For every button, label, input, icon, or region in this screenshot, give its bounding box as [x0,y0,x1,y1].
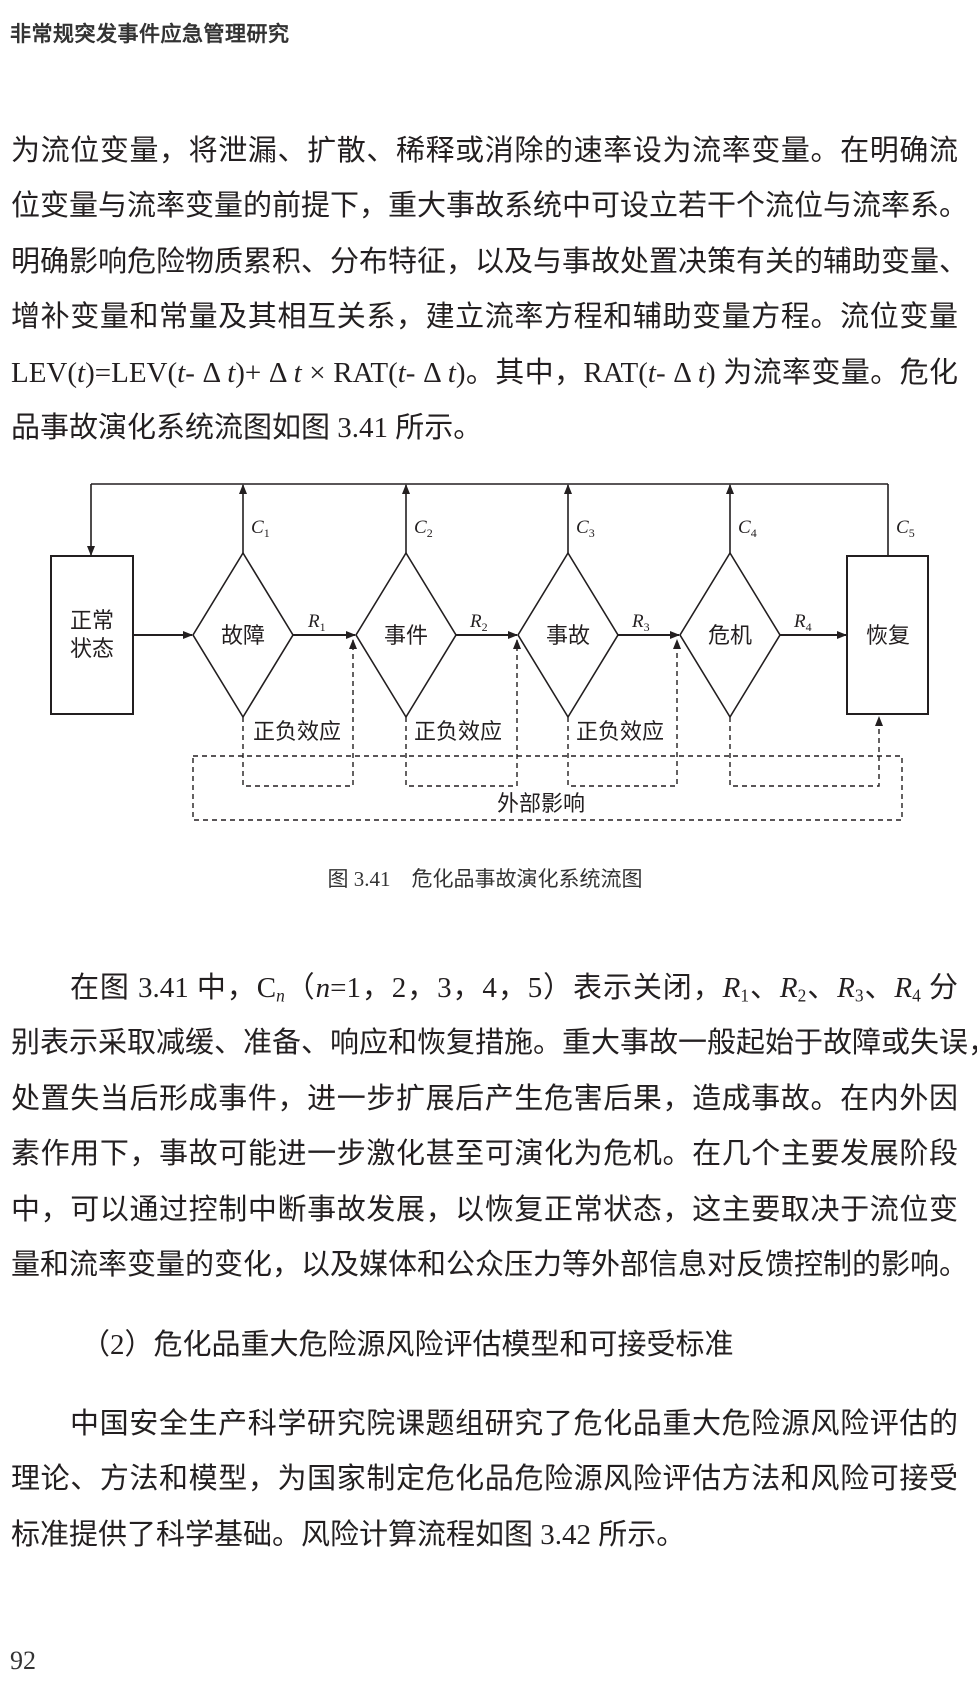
stage-label: 故障 [221,623,265,648]
page-number: 92 [10,1646,36,1675]
normal-state-box [50,555,134,715]
text-run: t [293,356,302,389]
text-run: 3 [854,985,864,1006]
text-run: - Δ [655,356,698,389]
text-line: 标准提供了科学基础。风险计算流程如图 3.42 所示。 [11,1508,958,1563]
text-run: t [647,356,656,389]
text-run: 1 [740,985,750,1006]
text-line: 为流位变量，将泄漏、扩散、稀释或消除的速率设为流率变量。在明确流 [11,124,958,179]
running-header: 非常规突发事件应急管理研究 [10,22,290,46]
text-run: 理论、方法和模型，为国家制定危化品危险源风险评估方法和风险可接受 [11,1463,958,1496]
text-run: 别表示采取减缓、准备、响应和恢复措施。重大事故一般起始于故障或失误， [11,1027,977,1060]
text-line: 处置失当后形成事件，进一步扩展后产生危害后果，造成事故。在内外因 [11,1072,958,1127]
text-run: n [276,985,285,1006]
text-run: )。其中，RAT( [455,356,648,389]
external-influence-label: 外部影响 [497,791,585,816]
text-run: R [779,972,798,1004]
stage-label: 事件 [384,623,428,648]
text-run: t [177,356,186,389]
text-line: 明确影响危险物质累积、分布特征，以及与事故处置决策有关的辅助变量、 [11,235,968,290]
paragraph-3: 中国安全生产科学研究院课题组研究了危化品重大危险源风险评估的理论、方法和模型，为… [11,1397,958,1563]
text-run: t [697,356,706,389]
text-run: 、 [863,972,895,1004]
text-run: 分 [920,972,958,1004]
text-line: 量和流率变量的变化，以及媒体和公众压力等外部信息对反馈控制的影响。 [11,1238,968,1293]
text-run: t [397,356,406,389]
text-line: 在图 3.41 中，Cn（n=1，2，3，4，5）表示关闭，R1、R2、R3、R… [11,961,958,1016]
text-run: - Δ [185,356,228,389]
stage-label: 危机 [708,623,752,648]
closure-label: C4 [738,517,757,540]
text-run: ) 为流率变量。危化 [705,356,958,389]
text-run: - Δ [405,356,448,389]
paragraph-2: 在图 3.41 中，Cn（n=1，2，3，4，5）表示关闭，R1、R2、R3、R… [11,961,977,1293]
text-run: 量和流率变量的变化，以及媒体和公众压力等外部信息对反馈控制的影响。 [11,1249,969,1282]
recovery-box [846,555,929,715]
text-line: 中，可以通过控制中断事故发展，以恢复正常状态，这主要取决于流位变 [11,1183,958,1238]
closure-label: C3 [576,517,595,540]
text-run: )=LEV( [85,356,178,389]
text-run: 位变量与流率变量的前提下，重大事故系统中可设立若干个流位与流率系。 [11,190,969,223]
text-run: 处置失当后形成事件，进一步扩展后产生危害后果，造成事故。在内外因 [11,1082,958,1115]
text-line: 品事故演化系统流图如图 3.41 所示。 [11,401,958,456]
figure-caption: 图 3.41 危化品事故演化系统流图 [327,867,643,891]
text-run: 增补变量和常量及其相互关系，建立流率方程和辅助变量方程。流位变量 [11,301,958,334]
text-run: 标准提供了科学基础。风险计算流程如图 3.42 所示。 [11,1518,686,1551]
effect-label: 正负效应 [576,719,664,744]
text-line: LEV(t)=LEV(t- Δ t)+ Δ t × RAT(t- Δ t)。其中… [11,346,958,401]
rate-label: R1 [307,611,326,634]
rate-label: R4 [793,611,812,634]
text-run: 在图 3.41 中，C [70,972,277,1004]
text-run: =1，2，3，4，5）表示关闭， [330,972,723,1004]
text-run: t [227,356,236,389]
text-line: 素作用下，事故可能进一步激化甚至可演化为危机。在几个主要发展阶段 [11,1127,958,1182]
external-influence-box [192,755,903,821]
effect-label: 正负效应 [414,719,502,744]
text-line: 理论、方法和模型，为国家制定危化品危险源风险评估方法和风险可接受 [11,1452,958,1507]
text-run: t [77,356,86,389]
text-run: n [315,972,331,1004]
paragraph-1: 为流位变量，将泄漏、扩散、稀释或消除的速率设为流率变量。在明确流位变量与流率变量… [11,124,968,456]
recovery-label: 恢复 [866,623,910,648]
text-run: × RAT( [301,356,398,389]
normal-state-label-2: 状态 [70,636,114,661]
text-run: 、 [806,972,838,1004]
text-run: 品事故演化系统流图如图 3.41 所示。 [11,412,483,445]
rate-label: R3 [631,611,650,634]
closure-label: C1 [251,517,270,540]
text-run: 中国安全生产科学研究院课题组研究了危化品重大危险源风险评估的 [70,1408,958,1440]
text-run: t [447,356,456,389]
text-line: 增补变量和常量及其相互关系，建立流率方程和辅助变量方程。流位变量 [11,290,958,345]
text-run: LEV( [11,356,78,389]
text-run: R [722,972,741,1004]
text-run: 中，可以通过控制中断事故发展，以恢复正常状态，这主要取决于流位变 [11,1193,958,1226]
section-heading: （2）危化品重大危险源风险评估模型和可接受标准 [81,1329,734,1361]
closure-label: C5 [896,517,915,540]
text-run: R [837,972,855,1004]
stage-label: 事故 [546,623,590,648]
text-run: 素作用下，事故可能进一步激化甚至可演化为危机。在几个主要发展阶段 [11,1138,958,1171]
normal-state-label-1: 正常 [70,608,114,633]
text-run: R [894,972,913,1004]
text-run: （ [284,972,316,1004]
text-run: )+ Δ [235,356,294,389]
text-run: 、 [749,972,780,1004]
text-run: 为流位变量，将泄漏、扩散、稀释或消除的速率设为流率变量。在明确流 [11,135,958,167]
text-run: 2 [797,985,807,1006]
text-run: 明确影响危险物质累积、分布特征，以及与事故处置决策有关的辅助变量、 [11,245,969,278]
text-line: 别表示采取减缓、准备、响应和恢复措施。重大事故一般起始于故障或失误， [11,1016,977,1071]
effect-label: 正负效应 [253,719,341,744]
text-run: 4 [912,985,921,1006]
rate-label: R2 [469,611,488,634]
closure-label: C2 [414,517,433,540]
text-line: 位变量与流率变量的前提下，重大事故系统中可设立若干个流位与流率系。 [11,179,968,234]
text-line: 中国安全生产科学研究院课题组研究了危化品重大危险源风险评估的 [11,1397,958,1452]
